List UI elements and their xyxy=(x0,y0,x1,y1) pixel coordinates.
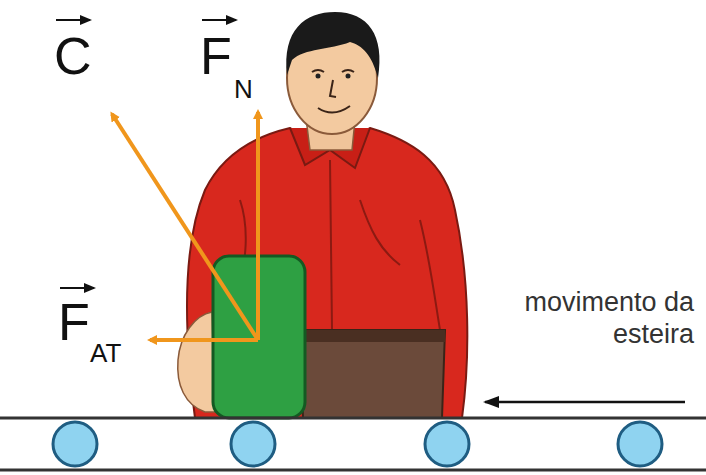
motion-arrow xyxy=(485,401,685,404)
vector-mark xyxy=(60,287,94,289)
face xyxy=(312,70,354,113)
roller xyxy=(231,422,275,466)
roller xyxy=(425,422,469,466)
eye xyxy=(316,74,321,79)
hair xyxy=(286,12,379,78)
belt-bottom xyxy=(0,469,706,472)
belt xyxy=(300,330,445,342)
normal-force-arrow xyxy=(256,112,260,340)
belt-top xyxy=(0,417,706,420)
contact-force-arrow xyxy=(112,114,258,340)
shirt xyxy=(187,128,468,418)
vector-letter: F xyxy=(200,30,232,82)
roller xyxy=(53,422,97,466)
roller xyxy=(618,422,662,466)
eye xyxy=(346,74,351,79)
vector-subscript: AT xyxy=(90,340,121,366)
vector-mark xyxy=(202,19,236,21)
hand xyxy=(178,312,215,412)
vector-letter: C xyxy=(54,30,92,82)
friction-force-arrow xyxy=(150,338,258,342)
pants xyxy=(300,330,445,418)
vector-subscript: N xyxy=(234,76,253,102)
motion-label: movimento da esteira xyxy=(470,284,698,353)
vector-mark xyxy=(56,19,90,21)
vector-letter: F xyxy=(58,296,90,348)
